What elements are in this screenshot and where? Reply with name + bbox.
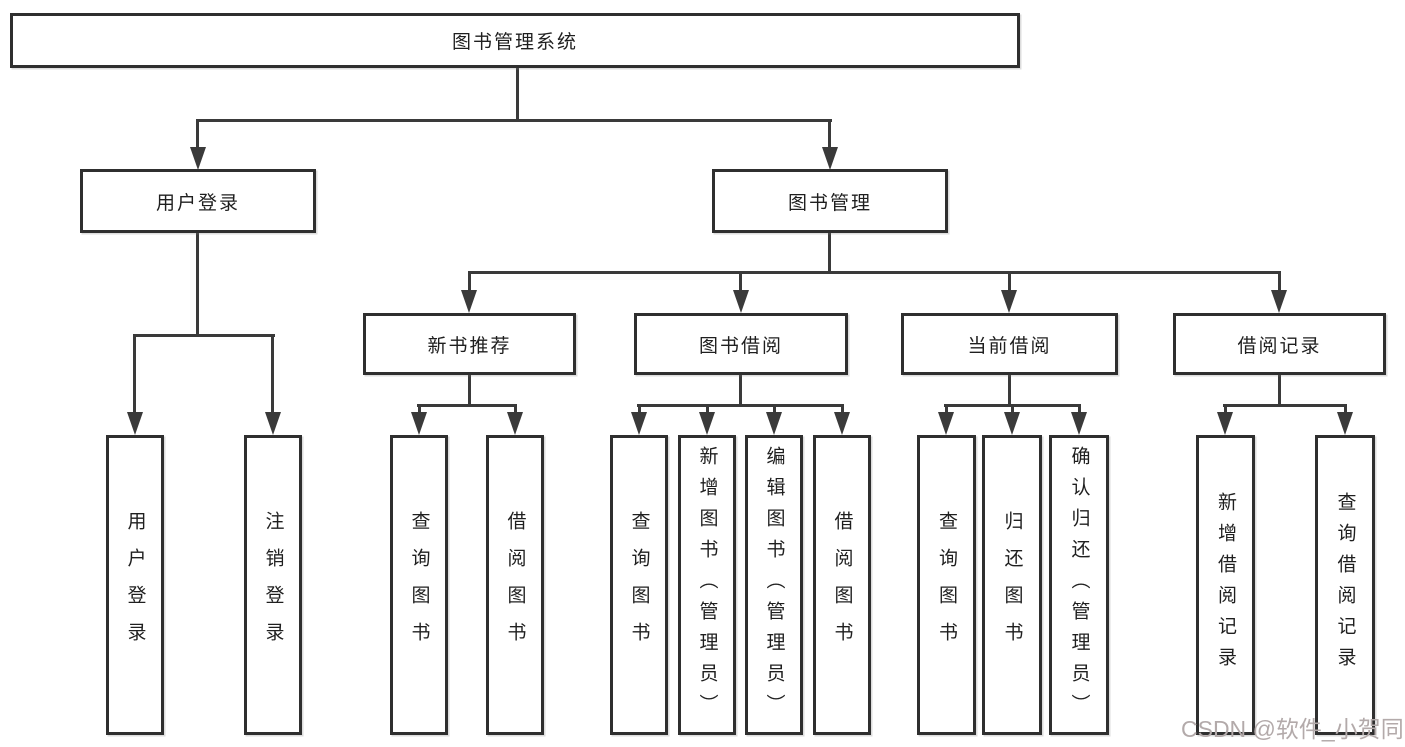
connector-arrowhead: [766, 412, 782, 435]
leaf-current-query-books: 查询图书: [917, 435, 976, 735]
connector-drop-leaf: [133, 334, 136, 416]
leaf-borrowing-add-books-admin: 新增图书（管理员）: [678, 435, 736, 735]
connector-drop-leaf: [1224, 404, 1227, 416]
connector-drop-leaf: [1344, 404, 1347, 416]
node-user-login: 用户登录: [80, 169, 316, 233]
connector-arrowhead: [190, 147, 206, 170]
connector-drop-leaf: [418, 404, 421, 416]
connector-records-rail: [1223, 404, 1347, 407]
connector-arrowhead: [1071, 412, 1087, 435]
connector-arrowhead: [1337, 412, 1353, 435]
connector-drop-leaf: [514, 404, 517, 416]
connector-arrowhead: [411, 412, 427, 435]
connector-arrowhead: [834, 412, 850, 435]
connector-drop-leaf: [945, 404, 948, 416]
connector-drop-leaf: [1011, 404, 1014, 416]
connector-arrowhead: [733, 290, 749, 313]
connector-arrowhead: [1004, 412, 1020, 435]
leaf-recommend-borrow-books: 借阅图书: [486, 435, 544, 735]
leaf-borrowing-edit-books-admin: 编辑图书（管理员）: [745, 435, 803, 735]
connector-drop-user-login: [196, 119, 199, 151]
connector-arrowhead: [461, 290, 477, 313]
connector-drop-level3: [1278, 271, 1281, 294]
connector-borrowing-stub: [739, 374, 742, 406]
connector-arrowhead: [127, 412, 143, 435]
connector-root-stub: [516, 68, 519, 121]
connector-arrowhead: [631, 412, 647, 435]
leaf-records-query-borrow-record: 查询借阅记录: [1315, 435, 1375, 735]
connector-arrowhead: [938, 412, 954, 435]
node-borrowing-records: 借阅记录: [1173, 313, 1386, 375]
leaf-user-login: 用户登录: [106, 435, 164, 735]
connector-drop-level3: [1008, 271, 1011, 294]
connector-drop-leaf: [773, 404, 776, 416]
leaf-logout: 注销登录: [244, 435, 302, 735]
connector-drop-leaf: [638, 404, 641, 416]
connector-drop-leaf: [271, 334, 274, 416]
connector-drop-leaf: [706, 404, 709, 416]
node-new-book-recommendation: 新书推荐: [363, 313, 576, 375]
connector-user-login-stub: [196, 232, 199, 336]
connector-arrowhead: [265, 412, 281, 435]
connector-arrowhead: [1271, 290, 1287, 313]
connector-current-stub: [1008, 374, 1011, 406]
node-book-management: 图书管理: [712, 169, 948, 233]
node-current-borrowing: 当前借阅: [901, 313, 1118, 375]
connector-drop-level3: [468, 271, 471, 294]
connector-arrowhead: [1217, 412, 1233, 435]
leaf-recommend-query-books: 查询图书: [390, 435, 448, 735]
connector-drop-leaf: [1078, 404, 1081, 416]
leaf-borrowing-borrow-books: 借阅图书: [813, 435, 871, 735]
connector-recommend-rail: [417, 404, 517, 407]
connector-drop-level3: [739, 271, 742, 294]
csdn-watermark: CSDN @软件_小贺同学: [1181, 716, 1405, 742]
connector-records-stub: [1278, 374, 1281, 406]
connector-level3-rail: [468, 271, 1281, 274]
connector-user-login-rail: [133, 334, 275, 337]
connector-book-management-stub: [828, 232, 831, 273]
node-library-management-system: 图书管理系统: [10, 13, 1020, 68]
connector-recommend-stub: [468, 374, 471, 406]
node-book-borrowing: 图书借阅: [634, 313, 848, 375]
connector-level1-rail: [197, 119, 832, 122]
connector-drop-book-management: [828, 119, 831, 151]
leaf-borrowing-query-books: 查询图书: [610, 435, 668, 735]
connector-arrowhead: [507, 412, 523, 435]
leaf-records-add-borrow-record: 新增借阅记录: [1196, 435, 1255, 735]
leaf-current-confirm-return-admin: 确认归还（管理员）: [1049, 435, 1109, 735]
leaf-current-return-books: 归还图书: [982, 435, 1042, 735]
connector-arrowhead: [699, 412, 715, 435]
connector-borrowing-rail: [637, 404, 844, 407]
connector-arrowhead: [822, 147, 838, 170]
connector-arrowhead: [1001, 290, 1017, 313]
connector-drop-leaf: [841, 404, 844, 416]
